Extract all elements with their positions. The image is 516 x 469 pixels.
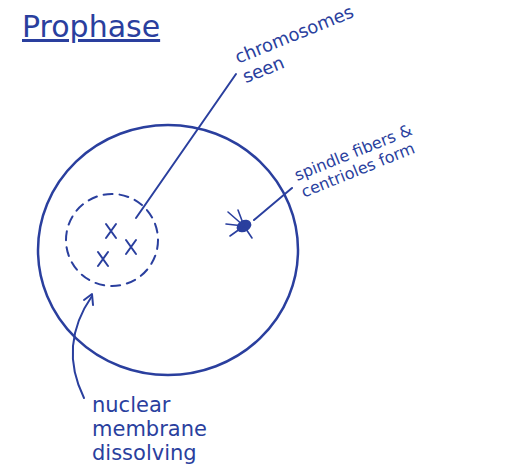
chromosome-symbols — [98, 224, 136, 266]
diagram-title: Prophase — [22, 10, 160, 45]
part-label: nuclear membrane dissolving — [92, 393, 272, 465]
arrow-head — [84, 294, 93, 305]
leader-line — [254, 188, 292, 220]
cell-outline — [38, 125, 298, 375]
part-label: spindle fibers & centrioles form — [292, 116, 436, 203]
leader-line — [136, 74, 236, 218]
leader-line — [73, 296, 92, 398]
centriole-symbol — [226, 210, 253, 238]
part-label: chromosomes seen — [232, 4, 359, 87]
